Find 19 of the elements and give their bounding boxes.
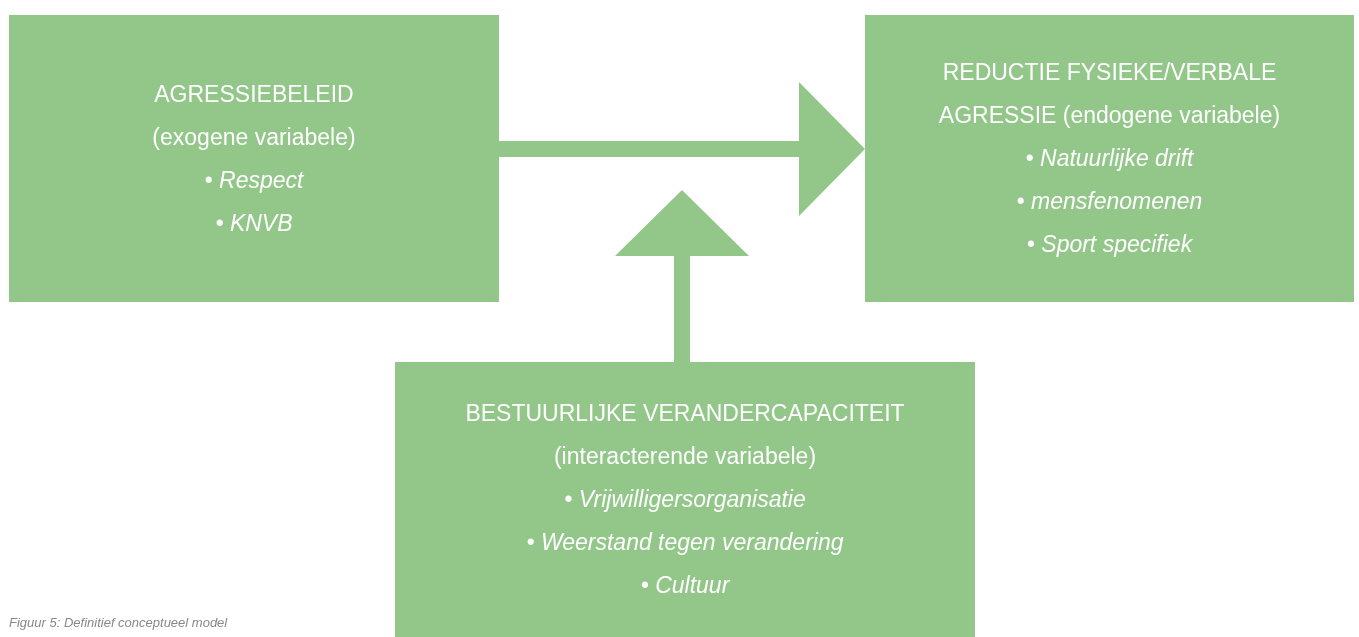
variable-title: REDUCTIE FYSIEKE/VERBALE AGRESSIE (endogene variabele) xyxy=(937,58,1282,130)
variable-type: (exogene variabele) xyxy=(152,122,356,152)
bullet-item: • mensfenomenen xyxy=(1016,187,1203,216)
bullet-item: • Respect xyxy=(204,165,304,195)
bullet-item: • Natuurlijke drift xyxy=(1024,144,1195,173)
bullet-item: • Sport specifiek xyxy=(1025,230,1194,259)
figure-caption: Figuur 5: Definitief conceptueel model xyxy=(9,615,228,630)
variable-title: BESTUURLIJKE VERANDERCAPACITEIT xyxy=(465,399,905,428)
variable-box xyxy=(865,15,1354,302)
arrow xyxy=(615,190,749,362)
bullet-item: • Vrijwilligersorganisatie xyxy=(563,485,807,514)
variable-box xyxy=(9,15,499,302)
bullet-item: • Weerstand tegen verandering xyxy=(526,528,844,557)
variable-title: AGRESSIEBELEID xyxy=(154,79,354,109)
bullet-item: • Cultuur xyxy=(639,571,731,600)
bullet-item: • KNVB xyxy=(214,208,294,238)
variable-type: (interacterende variabele) xyxy=(553,442,817,471)
arrow xyxy=(499,82,865,216)
variable-box xyxy=(395,362,975,637)
